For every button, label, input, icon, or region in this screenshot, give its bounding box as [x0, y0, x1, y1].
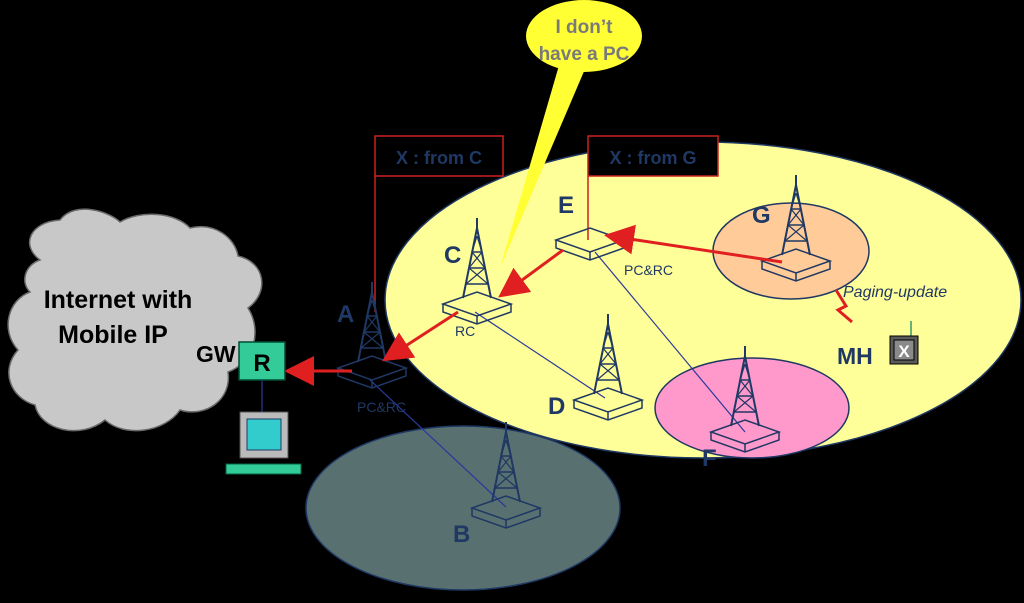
cloud-title-line2: Mobile IP: [58, 321, 168, 349]
computer-icon: [225, 411, 302, 475]
router-box: [238, 341, 286, 381]
node-e-role: PC&RC: [624, 262, 673, 278]
node-b-letter: B: [453, 521, 470, 548]
arrow-c-to-a: [381, 310, 459, 362]
mh-badge: X: [898, 342, 910, 361]
node-c-letter: C: [444, 242, 461, 269]
node-f: F: [702, 345, 780, 472]
node-e: E PC&RC: [555, 192, 673, 278]
router-label: R: [253, 350, 270, 377]
internet-cloud: [7, 208, 263, 432]
node-c-role: RC: [455, 323, 475, 339]
node-g-letter: G: [752, 202, 771, 229]
node-a: A PC&RC: [337, 281, 407, 415]
cell-b: [305, 425, 621, 591]
callout-bubble: I don’t have a PC: [500, 0, 642, 268]
node-a-role: PC&RC: [357, 399, 406, 415]
label-box-from-g: X : from G: [587, 135, 719, 240]
node-g: G: [752, 174, 831, 282]
node-c: C RC: [442, 217, 512, 339]
callout-line2: have a PC: [539, 44, 630, 65]
node-a-letter: A: [337, 301, 354, 328]
node-e-letter: E: [558, 192, 574, 219]
mh-label: MH: [837, 343, 873, 369]
paging-update-signal: [834, 289, 853, 324]
node-d-letter: D: [548, 393, 565, 420]
links: [261, 251, 746, 508]
node-b: B: [453, 421, 541, 548]
paging-update-label: Paging-update: [843, 284, 947, 301]
gateway: GW R: [196, 341, 286, 381]
node-f-letter: F: [702, 445, 717, 472]
arrow-e-to-c: [498, 248, 564, 298]
from-g-text: X : from G: [609, 148, 696, 168]
cloud-title-line1: Internet with: [44, 286, 193, 314]
node-d: D: [548, 313, 643, 421]
mobile-host: MH X: [837, 321, 919, 369]
from-c-text: X : from C: [396, 148, 482, 168]
signal-arrows: [284, 224, 783, 386]
arrow-g-to-e: [604, 224, 783, 264]
callout-line1: I don’t: [556, 17, 614, 38]
gw-label: GW: [196, 341, 236, 367]
label-box-from-c: X : from C: [374, 135, 504, 312]
